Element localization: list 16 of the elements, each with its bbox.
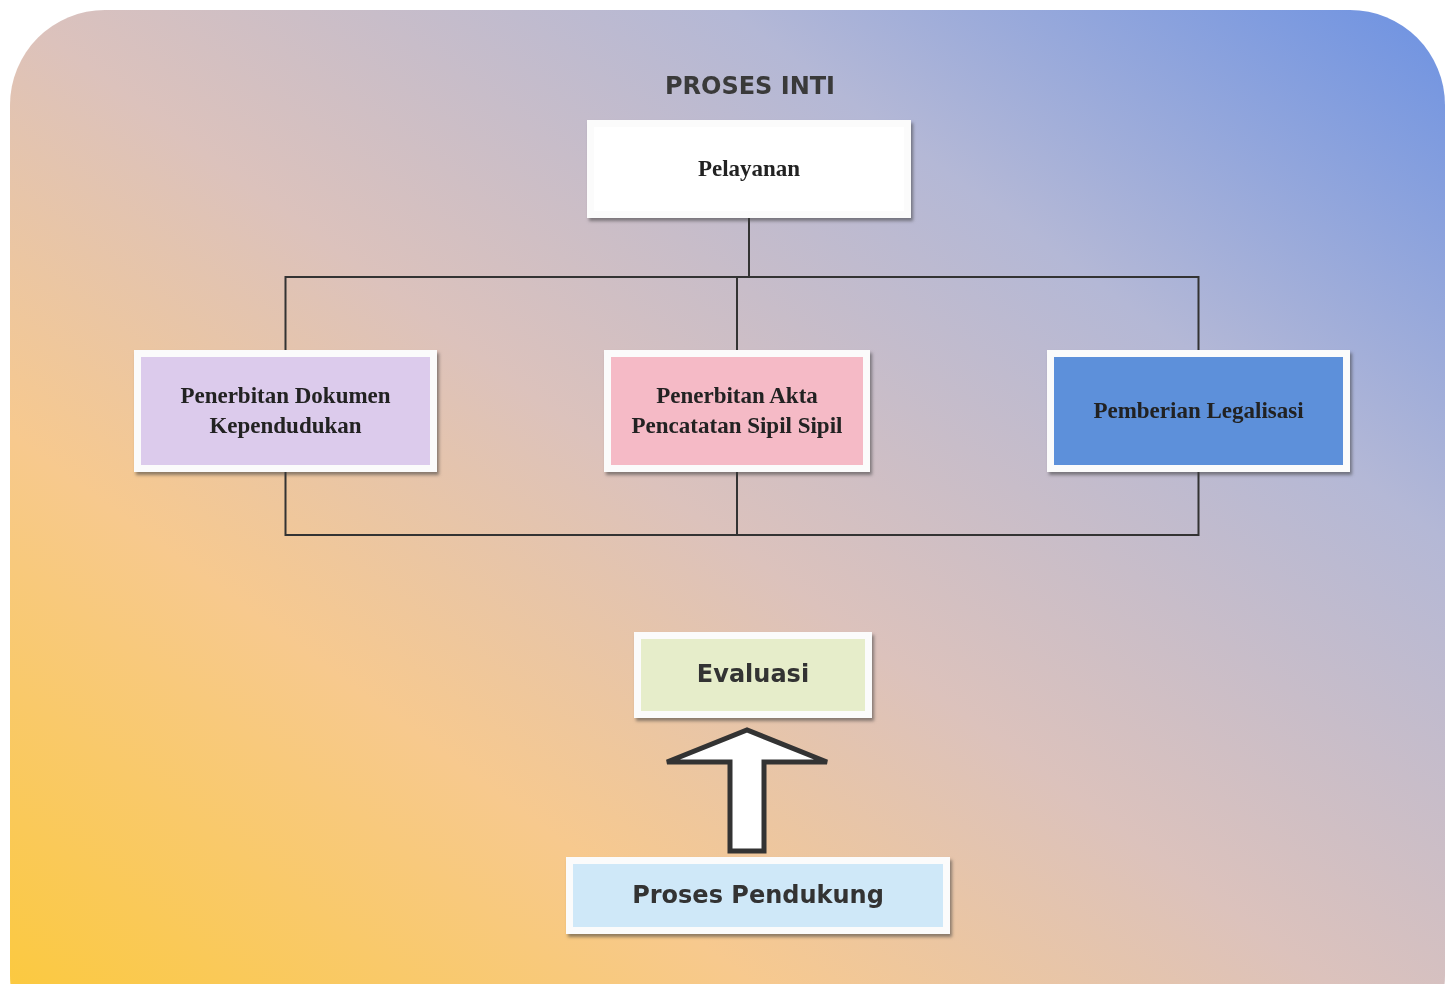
process-box	[1047, 350, 1350, 472]
process-box	[604, 350, 870, 472]
process-box	[587, 120, 911, 218]
connector-line	[284, 471, 738, 536]
title: PROSES INTI	[663, 72, 837, 100]
connector-line	[736, 471, 1200, 536]
process-box	[566, 857, 950, 934]
block-arrow	[664, 727, 830, 854]
process-box	[134, 350, 437, 472]
box-label: Evaluasi	[696, 659, 810, 691]
box-label: Penerbitan Akta Pencatatan Sipil Sipil	[630, 382, 844, 440]
box-label: Proses Pendukung	[632, 879, 884, 911]
process-box	[634, 632, 872, 718]
box-label: Pelayanan	[697, 155, 801, 184]
box-label: Pemberian Legalisasi	[1093, 397, 1304, 426]
box-label: Penerbitan Dokumen Kependudukan	[179, 382, 392, 440]
